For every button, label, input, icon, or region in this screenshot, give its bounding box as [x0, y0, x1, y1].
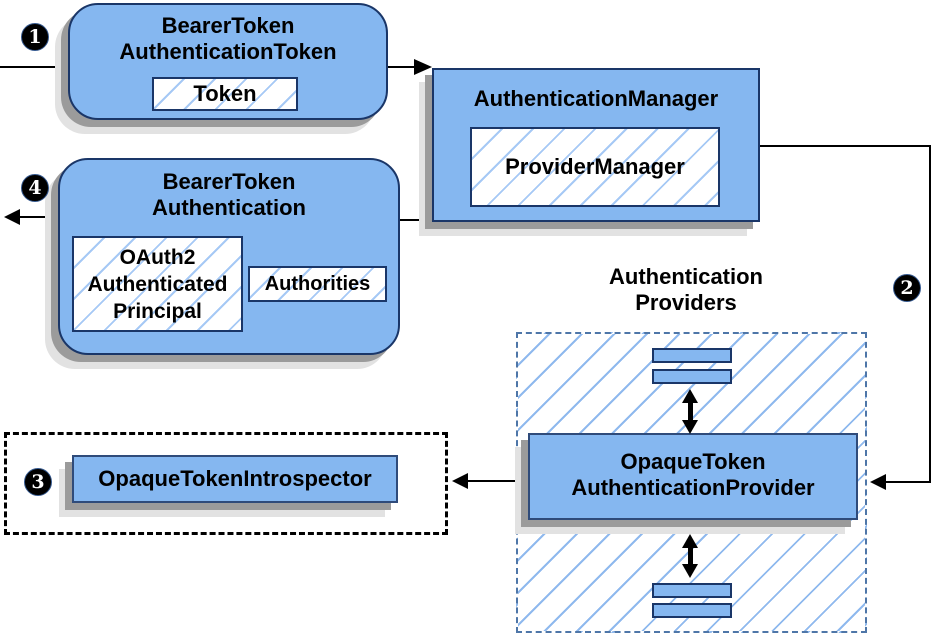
authentication-providers-label: Authentication Providers — [609, 264, 763, 315]
step-3-badge: 3 — [24, 468, 52, 496]
manager-to-provider-line-bottom — [884, 481, 931, 483]
bearer-token-authentication-title: BearerToken Authentication — [152, 169, 306, 220]
bearer-token-authentication-token-node: BearerToken AuthenticationToken Token — [68, 3, 388, 120]
bearer-token-authentication-token-title: BearerToken AuthenticationToken — [119, 13, 337, 64]
opaque-token-authentication-provider-title: OpaqueToken AuthenticationProvider — [571, 449, 815, 500]
manager-to-provider-arrowhead-icon — [870, 474, 886, 490]
provider-manager-box: ProviderManager — [470, 127, 720, 207]
opaque-token-introspector-container — [4, 432, 448, 535]
authentication-out-line — [18, 216, 58, 218]
provider-link-up-arrowhead-icon — [682, 534, 698, 548]
incoming-request-line — [0, 66, 68, 68]
other-provider-bar — [652, 369, 732, 384]
token-to-manager-line — [388, 66, 416, 68]
authentication-manager-title: AuthenticationManager — [473, 86, 719, 111]
manager-to-provider-line-vertical — [929, 145, 931, 483]
opaque-token-authentication-provider-node: OpaqueToken AuthenticationProvider — [528, 433, 858, 520]
oauth2-authenticated-principal-box: OAuth2 Authenticated Principal — [72, 236, 243, 332]
opaque-token-introspector-node: OpaqueTokenIntrospector — [72, 455, 398, 503]
manager-to-authentication-line — [400, 219, 433, 221]
other-provider-bar — [652, 603, 732, 618]
step-2-badge: 2 — [893, 274, 921, 302]
token-to-manager-arrowhead-icon — [414, 59, 432, 75]
provider-to-introspector-line — [468, 480, 528, 482]
provider-link-line — [688, 545, 693, 569]
manager-to-provider-line-top — [760, 145, 931, 147]
provider-link-line — [688, 399, 693, 424]
bearer-token-authentication-node: BearerToken Authentication OAuth2 Authen… — [58, 158, 400, 355]
step-1-badge: 1 — [21, 23, 49, 51]
authentication-out-arrowhead-icon — [4, 209, 20, 225]
authorities-box: Authorities — [248, 266, 387, 302]
other-provider-bar — [652, 348, 732, 363]
provider-to-introspector-arrowhead-icon — [452, 473, 468, 489]
provider-link-down-arrowhead-icon — [682, 420, 698, 434]
authentication-manager-node: AuthenticationManager ProviderManager — [432, 68, 760, 222]
step-4-badge: 4 — [21, 174, 49, 202]
token-box: Token — [152, 77, 298, 111]
provider-link-down-arrowhead-icon — [682, 564, 698, 578]
other-provider-bar — [652, 583, 732, 598]
provider-link-up-arrowhead-icon — [682, 389, 698, 403]
